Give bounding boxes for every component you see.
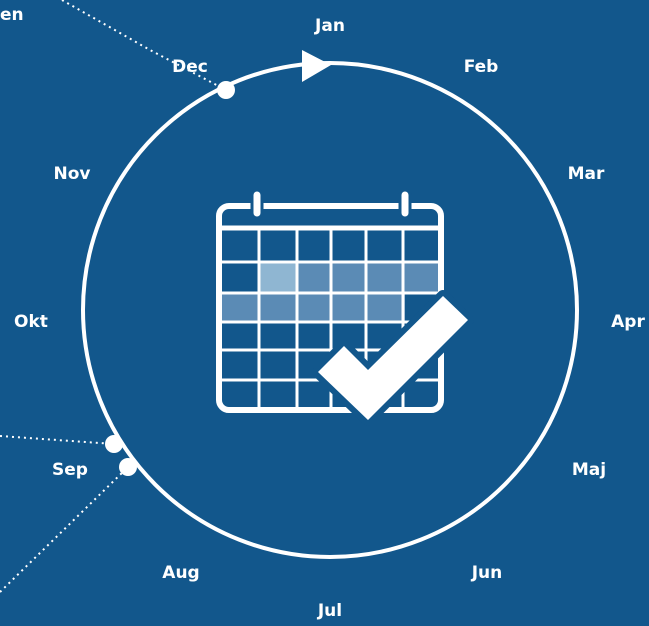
month-label-jan: Jan xyxy=(314,16,345,36)
month-label-jun: Jun xyxy=(471,563,503,583)
calendar-ring-left xyxy=(250,188,264,220)
ring-marker-sep-lower xyxy=(119,458,137,476)
month-label-dec: Dec xyxy=(172,57,208,77)
month-label-mar: Mar xyxy=(568,164,605,184)
year-ring xyxy=(81,61,579,559)
ring-marker-sep-upper xyxy=(105,435,123,453)
calendar-cell-highlight-row1 xyxy=(297,262,441,293)
calendar-ring-right xyxy=(398,188,412,220)
month-label-sep: Sep xyxy=(52,460,88,480)
ring-marker-dec xyxy=(217,81,235,99)
cut-off-label: en xyxy=(0,5,24,25)
calendar-cell-highlight-row2 xyxy=(219,293,405,322)
month-label-apr: Apr xyxy=(611,312,645,332)
calendar-cell-highlight-strong xyxy=(259,262,297,293)
dotted-connector-bottom xyxy=(0,466,129,593)
month-label-feb: Feb xyxy=(464,57,499,77)
calendar-check-icon xyxy=(216,188,474,426)
month-label-jul: Jul xyxy=(317,601,342,621)
month-label-okt: Okt xyxy=(14,312,48,332)
checkmark-icon xyxy=(318,296,468,420)
month-label-nov: Nov xyxy=(54,164,91,184)
arrow-right-icon xyxy=(302,50,331,82)
month-label-aug: Aug xyxy=(162,563,199,583)
month-label-maj: Maj xyxy=(572,460,606,480)
dotted-connector-middle xyxy=(0,435,115,445)
